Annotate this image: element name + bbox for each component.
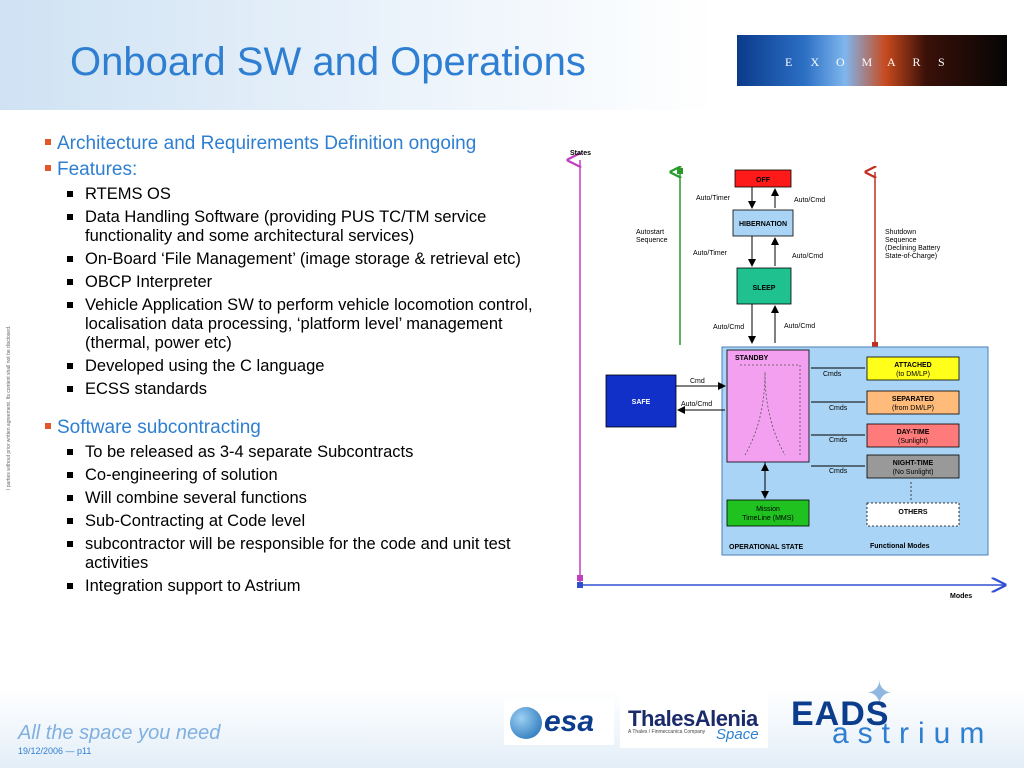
footer-slogan: All the space you need bbox=[18, 722, 221, 744]
square-bullet-icon bbox=[45, 422, 51, 429]
logo-letter: M bbox=[861, 55, 873, 69]
svg-text:DAY-TIME: DAY-TIME bbox=[897, 429, 930, 436]
svg-text:SEPARATED: SEPARATED bbox=[892, 396, 934, 403]
svg-text:Auto/Timer: Auto/Timer bbox=[693, 250, 728, 257]
autostart-label: Sequence bbox=[636, 237, 668, 244]
svg-text:Cmds: Cmds bbox=[823, 371, 842, 378]
globe-icon bbox=[510, 707, 542, 739]
square-bullet-icon bbox=[67, 518, 73, 524]
state-diagram: States Modes Autostart Sequence Shutdown… bbox=[560, 150, 1020, 600]
logo-letter: A bbox=[887, 55, 896, 69]
safe-state bbox=[605, 374, 677, 428]
svg-text:Cmds: Cmds bbox=[829, 468, 848, 475]
square-bullet-icon bbox=[67, 583, 73, 589]
sleep-state bbox=[736, 267, 792, 305]
list-item: Vehicle Application SW to perform vehicl… bbox=[45, 296, 570, 353]
list-item: Data Handling Software (providing PUS TC… bbox=[45, 208, 570, 246]
svg-text:Auto/Cmd: Auto/Cmd bbox=[713, 324, 744, 331]
square-bullet-icon bbox=[67, 386, 73, 392]
square-bullet-icon bbox=[67, 541, 73, 547]
svg-text:Auto/Cmd: Auto/Cmd bbox=[784, 323, 815, 330]
separated-mode bbox=[866, 390, 960, 415]
svg-text:ATTACHED: ATTACHED bbox=[894, 362, 931, 369]
bullet-subcontracting: Software subcontracting bbox=[45, 417, 570, 439]
shutdown-label: Shutdown bbox=[885, 229, 916, 236]
svg-text:(No Sunlight): (No Sunlight) bbox=[893, 469, 934, 476]
svg-text:STANDBY: STANDBY bbox=[735, 355, 769, 362]
list-item: Integration support to Astrium bbox=[45, 577, 570, 596]
svg-text:Functional Modes: Functional Modes bbox=[870, 543, 930, 550]
off-state bbox=[734, 169, 792, 188]
bullet-list: Architecture and Requirements Definition… bbox=[45, 133, 570, 596]
square-bullet-icon bbox=[67, 495, 73, 501]
svg-text:(Sunlight): (Sunlight) bbox=[898, 438, 928, 445]
square-bullet-icon bbox=[45, 164, 51, 171]
square-bullet-icon bbox=[67, 302, 73, 308]
square-bullet-icon bbox=[67, 363, 73, 369]
exomars-logo: E X O M A R S bbox=[737, 35, 1007, 86]
square-bullet-icon bbox=[45, 138, 51, 145]
svg-text:Auto/Timer: Auto/Timer bbox=[696, 195, 731, 202]
logo-letter: X bbox=[810, 55, 820, 69]
mission-timeline bbox=[726, 499, 810, 527]
svg-text:(to DM/LP): (to DM/LP) bbox=[896, 371, 930, 378]
svg-text:TimeLine (MMS): TimeLine (MMS) bbox=[742, 515, 793, 522]
svg-text:Cmds: Cmds bbox=[829, 405, 848, 412]
logo-letter: E bbox=[785, 55, 793, 69]
esa-logo: esa bbox=[504, 700, 614, 745]
list-item: RTEMS OS bbox=[45, 185, 570, 204]
list-item: Co-engineering of solution bbox=[45, 466, 570, 485]
svg-text:NIGHT-TIME: NIGHT-TIME bbox=[893, 460, 934, 467]
logo-letter: O bbox=[836, 55, 845, 69]
bullet-architecture: Architecture and Requirements Definition… bbox=[45, 133, 570, 155]
star-icon: ✦ bbox=[866, 675, 893, 711]
svg-text:OPERATIONAL STATE: OPERATIONAL STATE bbox=[729, 544, 803, 551]
list-item: Sub-Contracting at Code level bbox=[45, 512, 570, 531]
nighttime-mode bbox=[866, 454, 960, 479]
attached-mode bbox=[866, 356, 960, 381]
list-item: OBCP Interpreter bbox=[45, 273, 570, 292]
footer-date-page: 19/12/2006 — p11 bbox=[18, 746, 92, 756]
list-item: Will combine several functions bbox=[45, 489, 570, 508]
modes-label: Modes bbox=[950, 593, 972, 600]
square-bullet-icon bbox=[67, 256, 73, 262]
shutdown-label: (Declining Battery bbox=[885, 245, 941, 252]
square-bullet-icon bbox=[67, 191, 73, 197]
logo-letter: R bbox=[912, 55, 921, 69]
square-bullet-icon bbox=[67, 214, 73, 220]
svg-text:Auto/Cmd: Auto/Cmd bbox=[681, 401, 712, 408]
svg-text:SLEEP: SLEEP bbox=[753, 285, 776, 292]
logo-letter: S bbox=[938, 55, 945, 69]
svg-text:OTHERS: OTHERS bbox=[898, 509, 928, 516]
confidentiality-note: I parties without prior written agreemen… bbox=[6, 325, 12, 490]
svg-text:SAFE: SAFE bbox=[632, 399, 651, 406]
states-label: States bbox=[570, 150, 591, 157]
svg-text:OFF: OFF bbox=[756, 177, 771, 184]
hibernation-state bbox=[732, 209, 794, 237]
autostart-label: Autostart bbox=[636, 229, 664, 236]
svg-text:Auto/Cmd: Auto/Cmd bbox=[792, 253, 823, 260]
thales-alenia-logo: ThalesAlenia A Thales / Finmeccanica Com… bbox=[620, 688, 768, 748]
svg-text:HIBERNATION: HIBERNATION bbox=[739, 221, 787, 228]
others-mode bbox=[866, 502, 960, 527]
svg-text:Cmd: Cmd bbox=[690, 378, 705, 385]
square-bullet-icon bbox=[67, 472, 73, 478]
square-bullet-icon bbox=[67, 449, 73, 455]
svg-text:(from DM/LP): (from DM/LP) bbox=[892, 405, 934, 412]
list-item: Developed using the C language bbox=[45, 357, 570, 376]
list-item: ECSS standards bbox=[45, 380, 570, 399]
svg-text:Cmds: Cmds bbox=[829, 437, 848, 444]
list-item: To be released as 3-4 separate Subcontra… bbox=[45, 443, 570, 462]
eads-astrium-logo: ✦ EADS astrium bbox=[791, 675, 994, 750]
square-bullet-icon bbox=[67, 279, 73, 285]
list-item: subcontractor will be responsible for th… bbox=[45, 535, 570, 573]
shutdown-label: State-of-Charge) bbox=[885, 253, 937, 260]
shutdown-label: Sequence bbox=[885, 237, 917, 244]
svg-text:Mission: Mission bbox=[756, 506, 780, 513]
list-item: On-Board ‘File Management’ (image storag… bbox=[45, 250, 570, 269]
page-title: Onboard SW and Operations bbox=[70, 40, 586, 84]
svg-text:Auto/Cmd: Auto/Cmd bbox=[794, 197, 825, 204]
bullet-features: Features: bbox=[45, 159, 570, 181]
daytime-mode bbox=[866, 423, 960, 448]
